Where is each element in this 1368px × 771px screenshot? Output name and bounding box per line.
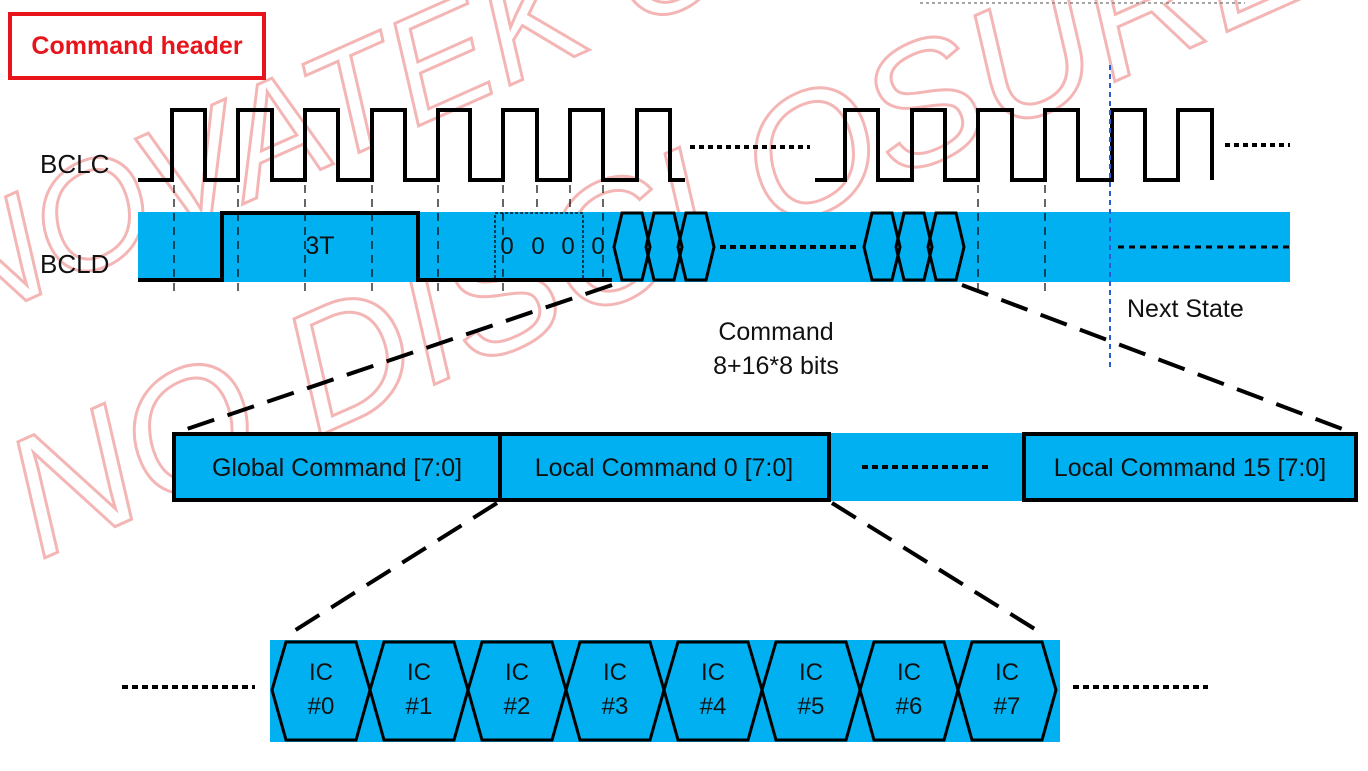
bclc-waveform-left bbox=[138, 108, 685, 182]
ic-slot-shape bbox=[466, 640, 568, 742]
zoom-lines-lower bbox=[284, 501, 1048, 638]
signal-label-clock: BCLC bbox=[40, 149, 109, 179]
ic-slot-label-line2: #4 bbox=[700, 693, 727, 720]
ic-slot-label-line1: IC bbox=[897, 659, 921, 686]
ic-slot-label-line1: IC bbox=[995, 659, 1019, 686]
ic-slot-label-line1: IC bbox=[701, 659, 725, 686]
ic-slot-label-line2: #5 bbox=[798, 693, 825, 720]
ic-slot-label-line1: IC bbox=[603, 659, 627, 686]
ic-slot-label-line2: #6 bbox=[896, 693, 923, 720]
ic-slot-group: IC #0 IC #1 IC #2 IC #3 IC #4 IC #5 IC #6 IC #7 bbox=[270, 640, 1058, 742]
command-label: Command bbox=[718, 318, 833, 346]
ic-slot-4: IC #4 bbox=[662, 640, 764, 742]
command-field-global-label: Global Command [7:0] bbox=[212, 454, 462, 482]
start-3t-label: 3T bbox=[305, 232, 334, 260]
signal-label-data: BCLD bbox=[40, 249, 109, 279]
ic-slot-shape bbox=[564, 640, 666, 742]
ic-slot-label-line1: IC bbox=[407, 659, 431, 686]
ic-slot-5: IC #5 bbox=[760, 640, 862, 742]
ic-slot-label-line2: #0 bbox=[308, 693, 335, 720]
ic-slot-shape bbox=[368, 640, 470, 742]
ic-slot-shape bbox=[270, 640, 372, 742]
ic-slot-7: IC #7 bbox=[956, 640, 1058, 742]
zoom-lines-upper bbox=[177, 283, 1346, 434]
command-field-local-15-label: Local Command 15 [7:0] bbox=[1054, 454, 1326, 482]
ic-slot-3: IC #3 bbox=[564, 640, 666, 742]
command-header-title: Command header bbox=[31, 31, 243, 60]
command-field-local-0-label: Local Command 0 [7:0] bbox=[535, 454, 793, 482]
ic-slot-label-line2: #7 bbox=[994, 693, 1021, 720]
ic-slot-2: IC #2 bbox=[466, 640, 568, 742]
ic-slot-0: IC #0 bbox=[270, 640, 372, 742]
command-bits-label: 8+16*8 bits bbox=[713, 352, 839, 380]
command-header-box: Command header bbox=[8, 12, 266, 80]
ic-slot-label-line2: #1 bbox=[406, 693, 433, 720]
bcld-data-cells-left bbox=[612, 211, 716, 282]
ic-slot-label-line1: IC bbox=[309, 659, 333, 686]
ic-slot-shape bbox=[858, 640, 960, 742]
ic-slot-shape bbox=[662, 640, 764, 742]
next-state-label: Next State bbox=[1127, 295, 1244, 323]
zero-bit-0: 0 bbox=[500, 233, 513, 260]
zero-bit-1: 0 bbox=[531, 233, 544, 260]
bcld-data-cells-right bbox=[862, 211, 966, 282]
ic-slot-label-line1: IC bbox=[505, 659, 529, 686]
timing-guides bbox=[173, 185, 1046, 295]
ic-slot-label-line2: #2 bbox=[504, 693, 531, 720]
command-field-local-0: Local Command 0 [7:0] bbox=[498, 432, 831, 502]
zero-bits-frame bbox=[494, 212, 584, 281]
bcld-waveform bbox=[138, 211, 612, 282]
command-field-local-15: Local Command 15 [7:0] bbox=[1022, 432, 1358, 502]
bclc-waveform-right bbox=[815, 108, 1214, 182]
ic-slot-label-line2: #3 bbox=[602, 693, 629, 720]
ic-slot-1: IC #1 bbox=[368, 640, 470, 742]
zero-bit-2: 0 bbox=[561, 233, 574, 260]
command-field-global: Global Command [7:0] bbox=[172, 432, 502, 502]
ic-slot-label-line1: IC bbox=[799, 659, 823, 686]
ic-slot-6: IC #6 bbox=[858, 640, 960, 742]
ic-slot-shape bbox=[760, 640, 862, 742]
zero-bit-3: 0 bbox=[591, 233, 604, 260]
ic-slot-shape bbox=[956, 640, 1058, 742]
